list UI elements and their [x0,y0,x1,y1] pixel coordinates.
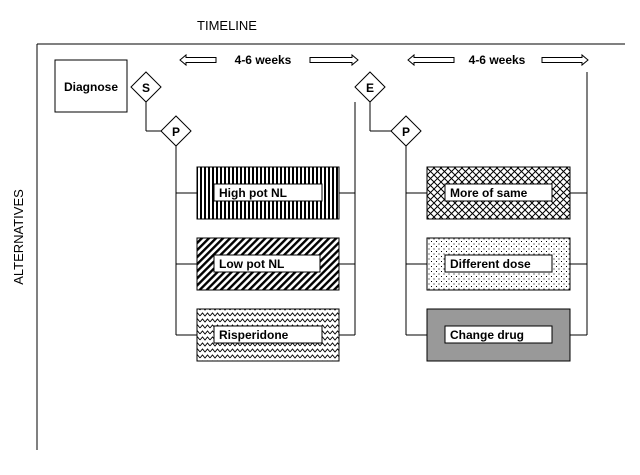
period-label-1: 4-6 weeks [235,53,292,67]
alternative-different-dose: Different dose [426,237,571,291]
period-arrow-1: 4-6 weeks [179,53,359,67]
period-label-2: 4-6 weeks [469,53,526,67]
decision-node-p-left: P [160,115,192,147]
decision-node-p-right: P [390,115,422,147]
diagnose-label: Diagnose [64,80,118,94]
alternative-high-pot-nl-label: High pot NL [219,186,287,200]
diagnose-box [54,59,128,113]
right-branch-connectors [369,72,588,336]
alternative-more-of-same: More of same [426,166,571,220]
alternative-risperidone-label: Risperidone [219,328,289,342]
alternative-different-dose-label: Different dose [450,257,531,271]
decision-node-s-label: S [142,81,150,95]
decision-node-e-label: E [366,81,374,95]
alternative-low-pot-nl-label: Low pot NL [219,257,284,271]
alternative-more-of-same-label: More of same [450,186,528,200]
alternative-risperidone: Risperidone [196,308,340,362]
alternative-change-drug: Change drug [426,308,571,362]
alternative-change-drug-label: Change drug [450,328,524,342]
decision-node-s: S [130,71,162,103]
decision-node-e: E [354,71,386,103]
timeline-label: TIMELINE [197,18,257,33]
alternative-low-pot-nl: Low pot NL [196,237,340,291]
alternative-high-pot-nl: High pot NL [196,166,340,220]
decision-node-p-right-label: P [402,125,410,139]
left-branch-connectors [145,102,356,336]
period-arrow-2: 4-6 weeks [407,53,589,67]
alternatives-label: ALTERNATIVES [11,189,26,285]
decision-node-p-left-label: P [172,125,180,139]
